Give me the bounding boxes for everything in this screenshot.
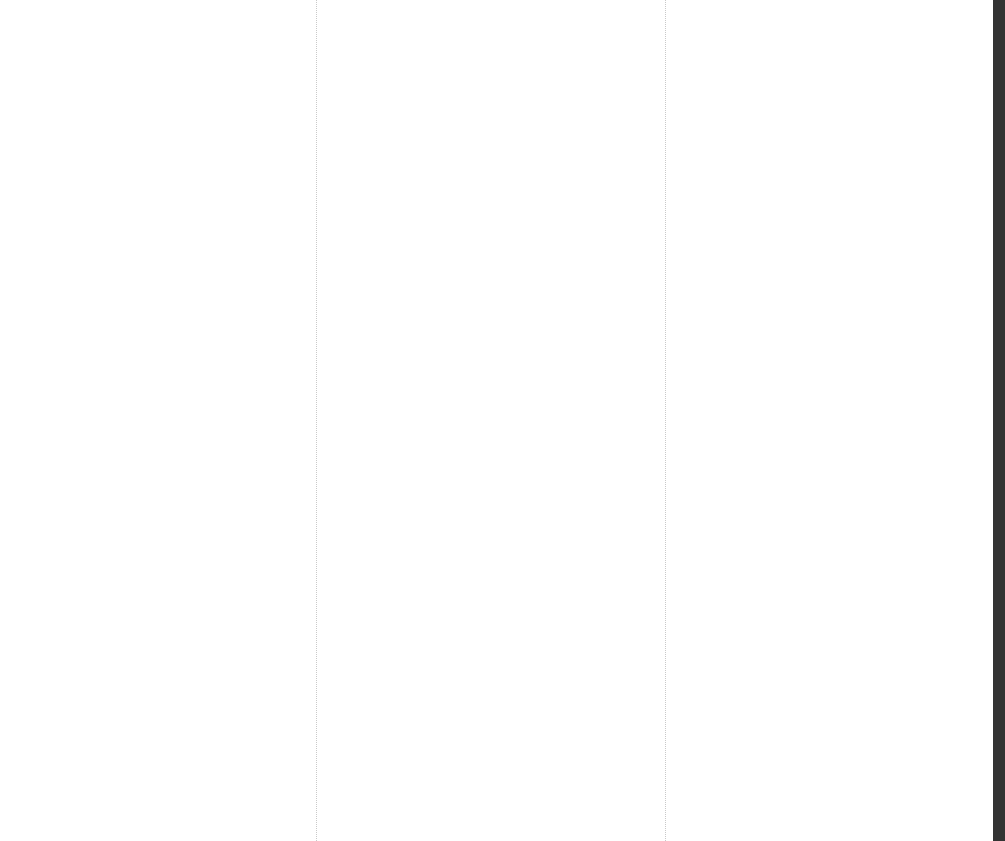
column-divider-1 (316, 0, 318, 841)
column-divider-2 (665, 0, 667, 841)
vertical-scrollbar-thumb[interactable] (993, 0, 1005, 841)
vertical-scrollbar-track[interactable] (993, 0, 1005, 841)
